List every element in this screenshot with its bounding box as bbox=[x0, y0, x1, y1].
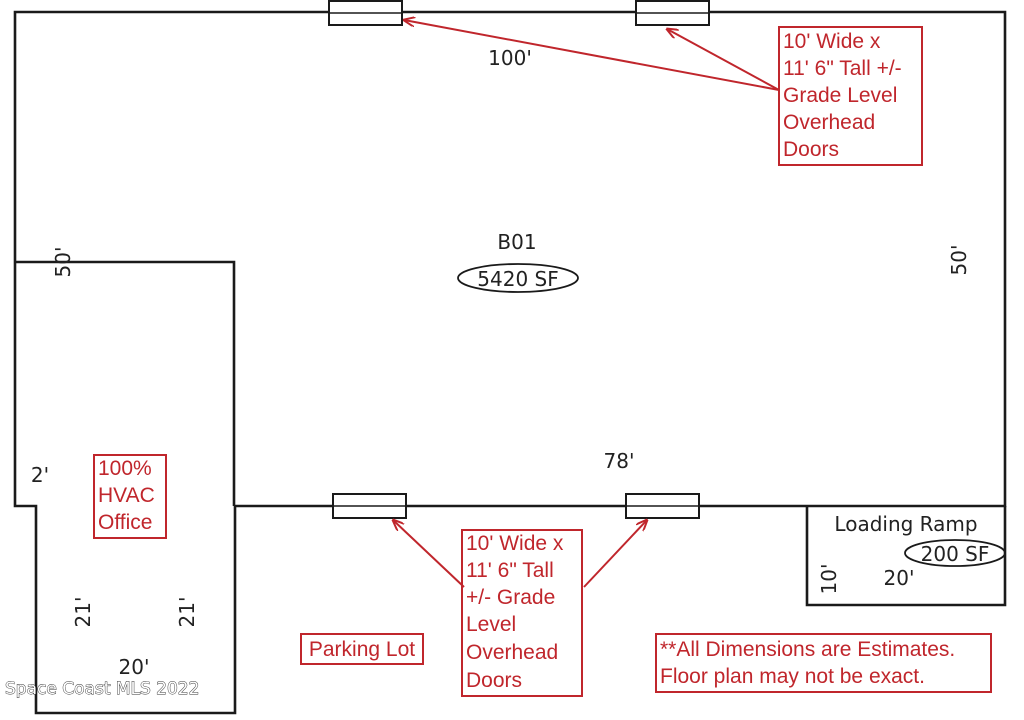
dimension-right: 50' bbox=[947, 245, 971, 276]
top-doors-note-line-2: 11' 6" Tall +/- bbox=[783, 57, 902, 80]
top-doors-note-line-1: 10' Wide x bbox=[783, 30, 881, 53]
office-label-line-2: HVAC bbox=[98, 484, 155, 507]
area-sf-label: 5420 SF bbox=[477, 267, 558, 291]
office-left-dimension: 21' bbox=[71, 597, 95, 628]
top-doors-note-line-3: Grade Level bbox=[783, 84, 897, 107]
bottom-doors-note-line-3: +/- Grade bbox=[466, 586, 555, 609]
bottom-doors-note-line-5: Overhead bbox=[466, 641, 558, 664]
building-outline bbox=[13, 10, 1007, 715]
top-doors-arrow-left bbox=[404, 20, 780, 91]
dimension-bottom: 78' bbox=[604, 449, 635, 473]
loading-ramp-depth-dimension: 10' bbox=[817, 564, 841, 595]
office-partition-wall bbox=[15, 260, 236, 506]
loading-ramp-width-dimension: 20' bbox=[884, 566, 915, 590]
bottom-doors-note-line-4: Level bbox=[466, 613, 516, 636]
office-notch-dimension: 2' bbox=[31, 463, 49, 487]
bottom-doors-note-line-2: 11' 6" Tall bbox=[466, 559, 554, 582]
loading-ramp-label: Loading Ramp bbox=[834, 512, 977, 536]
top-doors-arrow-right bbox=[667, 29, 780, 91]
area-ellipse bbox=[457, 263, 579, 293]
parking-lot-box bbox=[300, 633, 424, 665]
office-label-box bbox=[93, 454, 167, 539]
mls-watermark: Space Coast MLS 2022 bbox=[5, 679, 199, 699]
office-bottom-dimension: 20' bbox=[119, 655, 150, 679]
disclaimer-line-2: Floor plan may not be exact. bbox=[660, 665, 925, 688]
top-doors-note-box bbox=[778, 26, 923, 166]
bottom-doors-note-box bbox=[461, 529, 583, 697]
dimension-left: 50' bbox=[51, 247, 75, 278]
loading-ramp-area-ellipse bbox=[904, 539, 1006, 567]
disclaimer-line-1: **All Dimensions are Estimates. bbox=[660, 638, 955, 661]
area-code-label: B01 bbox=[497, 230, 536, 254]
top-doors-note-line-5: Doors bbox=[783, 138, 839, 161]
office-right-dimension: 21' bbox=[175, 597, 199, 628]
bottom-doors-arrow-left bbox=[393, 520, 465, 588]
bottom-doors-note-line-1: 10' Wide x bbox=[466, 532, 564, 555]
parking-lot-label: Parking Lot bbox=[309, 638, 415, 661]
loading-ramp-area-label: 200 SF bbox=[921, 542, 990, 566]
office-label-line-1: 100% bbox=[98, 457, 152, 480]
disclaimer-box bbox=[655, 633, 992, 693]
bottom-doors-arrow-right bbox=[583, 520, 647, 588]
bottom-doors-note-line-6: Doors bbox=[466, 669, 522, 692]
office-label-line-3: Office bbox=[98, 511, 152, 534]
dimension-top: 100' bbox=[488, 46, 532, 70]
top-doors-note-line-4: Overhead bbox=[783, 111, 875, 134]
